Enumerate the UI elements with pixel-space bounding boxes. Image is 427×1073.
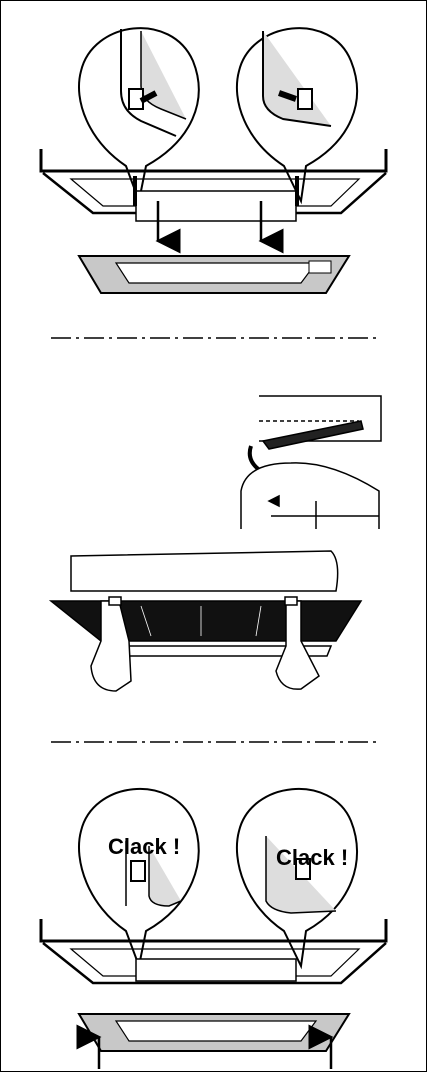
clack-label-left: Clack ! bbox=[108, 834, 181, 859]
step-3-hands-holding bbox=[48, 550, 363, 692]
step-2-hinge-detail bbox=[240, 395, 382, 529]
hand-left-icon bbox=[90, 600, 132, 692]
grille-panel-bottom bbox=[77, 1013, 351, 1052]
zoom-bubble-left-clack bbox=[77, 788, 200, 970]
step-1-remove-panel bbox=[39, 27, 388, 294]
grille-panel-top bbox=[77, 255, 351, 294]
ceiling-unit-bottom bbox=[39, 919, 388, 985]
zoom-bubble-right-clack bbox=[235, 788, 359, 970]
ceiling-unit-top bbox=[39, 149, 388, 222]
zoom-bubble-right bbox=[235, 27, 359, 205]
hand-right-icon bbox=[275, 600, 320, 690]
step-4-reinstall-panel bbox=[39, 788, 388, 1069]
clack-label-right: Clack ! bbox=[276, 845, 349, 870]
zoom-bubble-left bbox=[77, 27, 200, 205]
